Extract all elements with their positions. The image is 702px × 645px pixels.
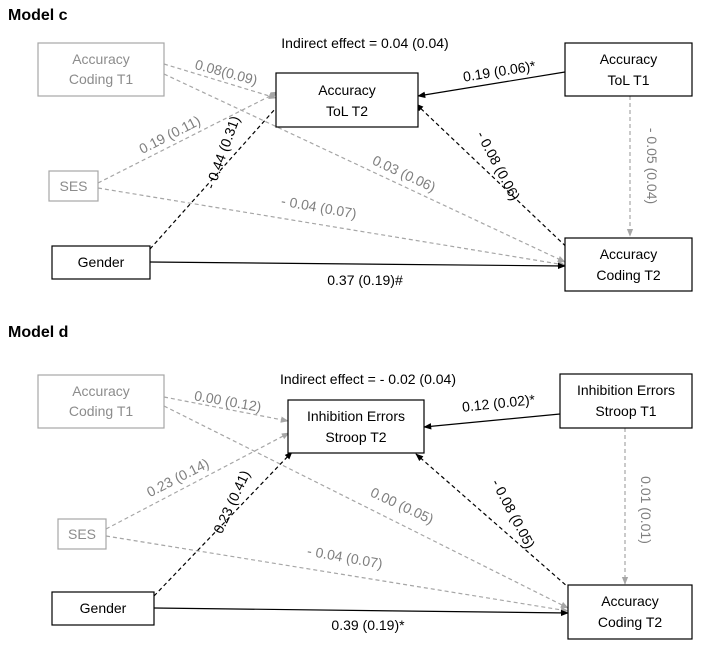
model-d-node-gender: Gender xyxy=(51,591,155,626)
model-d-label-mediator-to-outcome: - 0.08 (0.05) xyxy=(488,476,538,551)
model-d-label-predictor-to-mediator: 0.12 (0.02)* xyxy=(461,391,536,415)
model-c-edge-codingT1-to-mediator xyxy=(163,63,277,99)
model-c-node-accuracy-coding-t1: Accuracy Coding T1 xyxy=(37,42,165,97)
model-d-label-ses-to-mediator: 0.23 (0.14) xyxy=(144,455,212,500)
model-d-edge-gender-to-outcome xyxy=(153,607,569,617)
model-c-edge-codingT1-to-outcome xyxy=(163,73,566,263)
model-d-edge-gender-to-mediator xyxy=(153,451,293,597)
model-d-edge-ses-to-outcome xyxy=(105,535,569,614)
node-label-line1: SES xyxy=(59,178,87,194)
model-c-node-predictor-t1: Accuracy ToL T1 xyxy=(564,42,693,97)
node-label-line1: Gender xyxy=(78,254,125,270)
node-label-line1: Inhibition Errors xyxy=(307,408,405,424)
node-label-line2: ToL T1 xyxy=(607,72,649,88)
model-c-node-mediator-t2: Accuracy ToL T2 xyxy=(275,72,419,128)
model-d-title: Model d xyxy=(8,324,68,341)
model-c-edge-mediator-outcome xyxy=(415,103,577,257)
panel-model-c: Model c Indirect effect = 0.04 (0.04) 0.… xyxy=(8,7,693,292)
model-c-indirect-effect: Indirect effect = 0.04 (0.04) xyxy=(281,35,448,51)
node-label-line2: Stroop T2 xyxy=(325,429,386,445)
node-label-line2: Stroop T1 xyxy=(595,403,656,419)
model-d-node-mediator-t2: Inhibition Errors Stroop T2 xyxy=(287,399,425,454)
model-c-title: Model c xyxy=(8,7,68,24)
node-label-line2: Coding T2 xyxy=(596,267,661,283)
node-label-line1: Accuracy xyxy=(318,82,376,98)
model-d-edge-predictor-to-mediator xyxy=(423,413,561,430)
model-d-edge-codingT1-to-outcome xyxy=(163,405,569,609)
model-d-label-codingT1-to-mediator: 0.00 (0.12) xyxy=(193,387,262,415)
node-label-line1: Gender xyxy=(80,600,127,616)
node-label-line1: SES xyxy=(68,526,96,542)
model-c-edge-predictor-to-mediator xyxy=(417,71,566,98)
model-d-label-predictor-to-outcome: 0.01 (0.01) xyxy=(638,476,654,544)
node-label-line1: Accuracy xyxy=(600,51,658,67)
model-d-label-codingT1-to-outcome: 0.00 (0.05) xyxy=(368,484,436,527)
model-c-edge-gender-to-outcome xyxy=(149,261,566,270)
model-d-node-outcome-t2: Accuracy Coding T2 xyxy=(567,584,693,640)
model-c-edge-ses-to-mediator xyxy=(97,91,279,184)
node-label-line1: Accuracy xyxy=(600,246,658,262)
model-c-node-outcome-t2: Accuracy Coding T2 xyxy=(564,237,693,292)
node-label-line1: Accuracy xyxy=(72,383,130,399)
model-d-edge-ses-to-mediator xyxy=(105,432,290,530)
node-label-line1: Accuracy xyxy=(601,593,659,609)
model-c-label-codingT1-to-outcome: 0.03 (0.06) xyxy=(370,152,438,195)
model-d-node-accuracy-coding-t1: Accuracy Coding T1 xyxy=(37,374,165,429)
node-label-line2: ToL T2 xyxy=(326,103,368,119)
node-label-line2: Coding T1 xyxy=(69,71,134,87)
model-d-edge-codingT1-to-mediator xyxy=(163,396,289,423)
node-label-line2: Coding T1 xyxy=(69,403,134,419)
model-c-node-gender: Gender xyxy=(51,245,151,280)
model-d-label-gender-to-outcome: 0.39 (0.19)* xyxy=(331,617,405,633)
model-d-label-ses-to-outcome: - 0.04 (0.07) xyxy=(306,543,384,572)
model-c-edge-ses-to-outcome xyxy=(97,187,566,267)
model-d-indirect-effect: Indirect effect = - 0.02 (0.04) xyxy=(280,371,456,387)
node-label-line1: Accuracy xyxy=(72,51,130,67)
model-c-node-ses: SES xyxy=(48,170,99,202)
model-c-label-ses-to-outcome: - 0.04 (0.07) xyxy=(280,193,358,222)
model-d-node-ses: SES xyxy=(57,518,107,550)
panel-model-d: Model d Indirect effect = - 0.02 (0.04) … xyxy=(8,324,693,640)
model-c-label-gender-to-outcome: 0.37 (0.19)# xyxy=(327,272,403,288)
node-label-line2: Coding T2 xyxy=(598,614,663,630)
model-c-label-predictor-to-mediator: 0.19 (0.06)* xyxy=(462,57,537,84)
model-d-edge-mediator-outcome xyxy=(415,453,577,595)
model-c-label-mediator-to-outcome: - 0.08 (0.06) xyxy=(473,128,523,203)
model-c-edge-gender-to-mediator xyxy=(149,98,285,250)
model-c-label-predictor-to-outcome: - 0.05 (0.04) xyxy=(644,128,660,204)
model-d-node-predictor-t1: Inhibition Errors Stroop T1 xyxy=(559,373,693,429)
model-d-label-gender-to-mediator: 0.23 (0.41) xyxy=(210,468,253,536)
node-label-line1: Inhibition Errors xyxy=(577,382,675,398)
